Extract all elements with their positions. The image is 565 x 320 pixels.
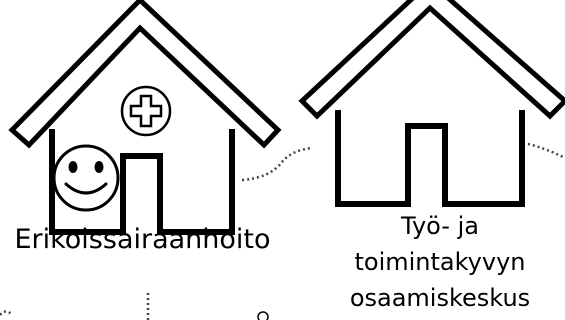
house-right-label: Työ- ja toimintakyvyn osaamiskeskus [320, 208, 560, 316]
house-left-walls [49, 129, 235, 235]
medical-cross-icon [120, 85, 172, 137]
house-right [298, 0, 565, 207]
smiley-face-icon [52, 144, 120, 212]
house-right-label-line-3: osaamiskeskus [349, 284, 531, 312]
house-left [8, 0, 282, 235]
house-right-label-line-1: Työ- ja [401, 212, 479, 240]
house-left-label: Erikoissairaanhoito [0, 222, 285, 258]
house-left-roof [8, 0, 282, 149]
dotted-connector-left [241, 146, 313, 182]
house-right-walls [335, 110, 525, 207]
dotted-connector-right [527, 142, 565, 160]
house-right-roof [298, 0, 565, 120]
house-left-label-line: Erikoissairaanhoito [14, 224, 271, 255]
dotted-connector-bottom-left [0, 310, 13, 316]
connector-end-circle [257, 311, 269, 320]
house-right-label-line-2: toimintakyvyn [354, 248, 526, 276]
